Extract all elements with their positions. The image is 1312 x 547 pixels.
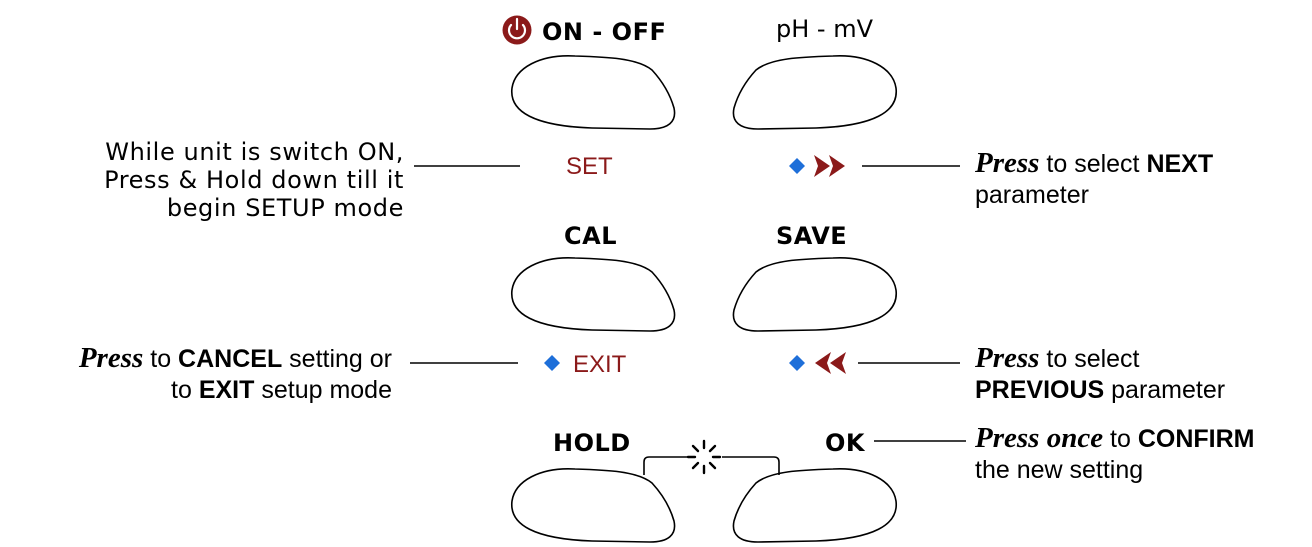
previous-note: Press to select PREVIOUS parameter: [975, 343, 1225, 406]
previous-bullet-icon: [789, 355, 805, 371]
hold-label: HOLD: [553, 429, 631, 457]
ph-mv-button[interactable]: [732, 55, 897, 130]
on-off-label: ON - OFF: [542, 18, 667, 46]
exit-note-line-1: Press to CANCEL setting or: [78, 342, 392, 374]
cal-button[interactable]: [511, 257, 676, 332]
exit-note-exit: EXIT: [198, 376, 255, 404]
ok-note-line-1: Press once to CONFIRM: [975, 422, 1255, 454]
next-note-press: Press: [975, 147, 1040, 179]
backlight-sun-icon: [686, 439, 722, 475]
set-note-line-1: While unit is switch ON,: [105, 138, 404, 166]
set-note: While unit is switch ON, Press & Hold do…: [104, 138, 404, 222]
next-double-chevron-icon: [814, 155, 845, 177]
hold-ok-bracket: [643, 456, 780, 475]
on-off-button[interactable]: [511, 55, 676, 130]
next-bullet-icon: [789, 158, 805, 174]
ok-note: Press once to CONFIRM the new setting: [975, 423, 1254, 486]
set-label: SET: [566, 153, 613, 180]
exit-note-line-2: to EXIT setup mode: [171, 376, 392, 404]
save-label: SAVE: [776, 222, 848, 250]
exit-note: Press to CANCEL setting or to EXIT setup…: [79, 343, 392, 406]
cal-label: CAL: [564, 222, 617, 250]
set-note-line-3: begin SETUP mode: [166, 194, 404, 222]
exit-label: EXIT: [573, 351, 627, 378]
ok-button[interactable]: [732, 468, 897, 543]
exit-note-cancel: CANCEL: [178, 345, 283, 373]
previous-note-press: Press: [975, 342, 1040, 374]
next-note: Press to select NEXT parameter: [975, 148, 1213, 211]
diamond-bullet-icon: [544, 158, 805, 371]
ok-label: OK: [825, 429, 865, 457]
previous-double-chevron-icon: [815, 352, 846, 374]
previous-note-previous: PREVIOUS: [975, 376, 1105, 404]
power-icon: [502, 15, 532, 45]
exit-bullet-icon: [544, 355, 560, 371]
ph-mv-label: pH - mV: [776, 15, 873, 43]
set-note-line-2: Press & Hold down till it: [104, 166, 404, 194]
next-note-line-1: Press to select NEXT: [975, 147, 1214, 179]
next-note-next: NEXT: [1146, 150, 1214, 178]
ok-note-confirm: CONFIRM: [1137, 425, 1255, 453]
ok-note-press-once: Press once: [975, 422, 1104, 454]
hold-button[interactable]: [511, 468, 676, 543]
exit-note-press: Press: [78, 342, 144, 374]
ok-note-line-2: the new setting: [975, 456, 1144, 484]
next-note-line-2: parameter: [975, 181, 1089, 209]
save-button[interactable]: [732, 257, 897, 332]
previous-note-line-2: PREVIOUS parameter: [975, 376, 1226, 404]
previous-note-line-1: Press to select: [975, 342, 1140, 374]
